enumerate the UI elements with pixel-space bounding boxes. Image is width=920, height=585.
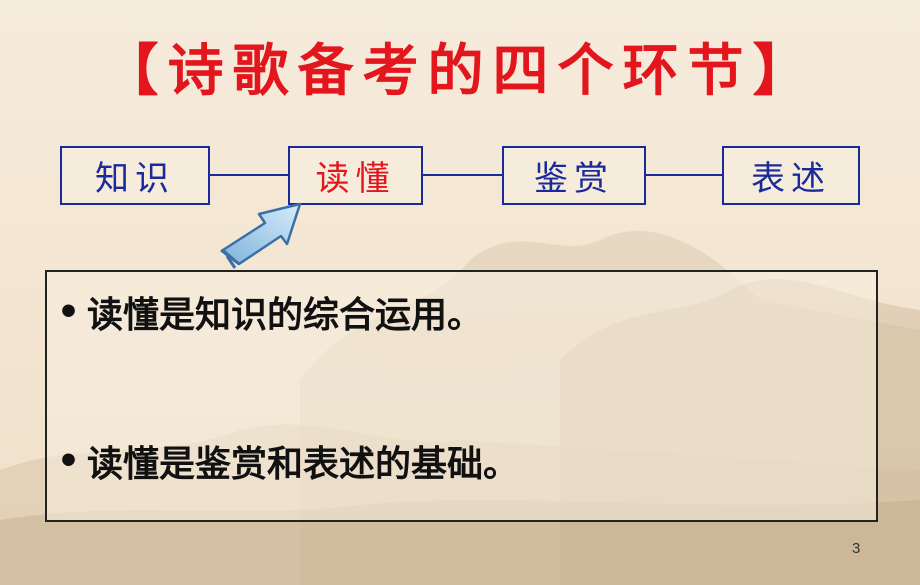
bullet-point: • 读懂是知识的综合运用。 bbox=[57, 286, 483, 338]
connector-line bbox=[210, 174, 288, 176]
arrow-icon bbox=[220, 202, 302, 269]
step-label: 知识 bbox=[95, 159, 175, 199]
step-express: 表述 bbox=[722, 146, 860, 205]
page-number: 3 bbox=[852, 540, 861, 557]
step-label: 读懂 bbox=[315, 159, 396, 199]
step-label: 鉴赏 bbox=[534, 159, 614, 199]
content-box: • 读懂是知识的综合运用。 • 读懂是鉴赏和表述的基础。 bbox=[45, 270, 878, 522]
bullet-icon: • bbox=[57, 440, 81, 482]
connector-line bbox=[423, 174, 502, 176]
slide-title: 【诗歌备考的四个环节】 bbox=[102, 39, 818, 104]
step-label: 表述 bbox=[751, 159, 831, 199]
step-knowledge: 知识 bbox=[60, 146, 210, 205]
bullet-point: • 读懂是鉴赏和表述的基础。 bbox=[57, 435, 519, 487]
bullet-icon: • bbox=[57, 291, 81, 333]
step-appreciate: 鉴赏 bbox=[502, 146, 646, 205]
bullet-text: 读懂是知识的综合运用。 bbox=[87, 295, 484, 336]
bullet-text: 读懂是鉴赏和表述的基础。 bbox=[87, 444, 520, 485]
step-understand: 读懂 bbox=[288, 146, 423, 205]
connector-line bbox=[646, 174, 722, 176]
